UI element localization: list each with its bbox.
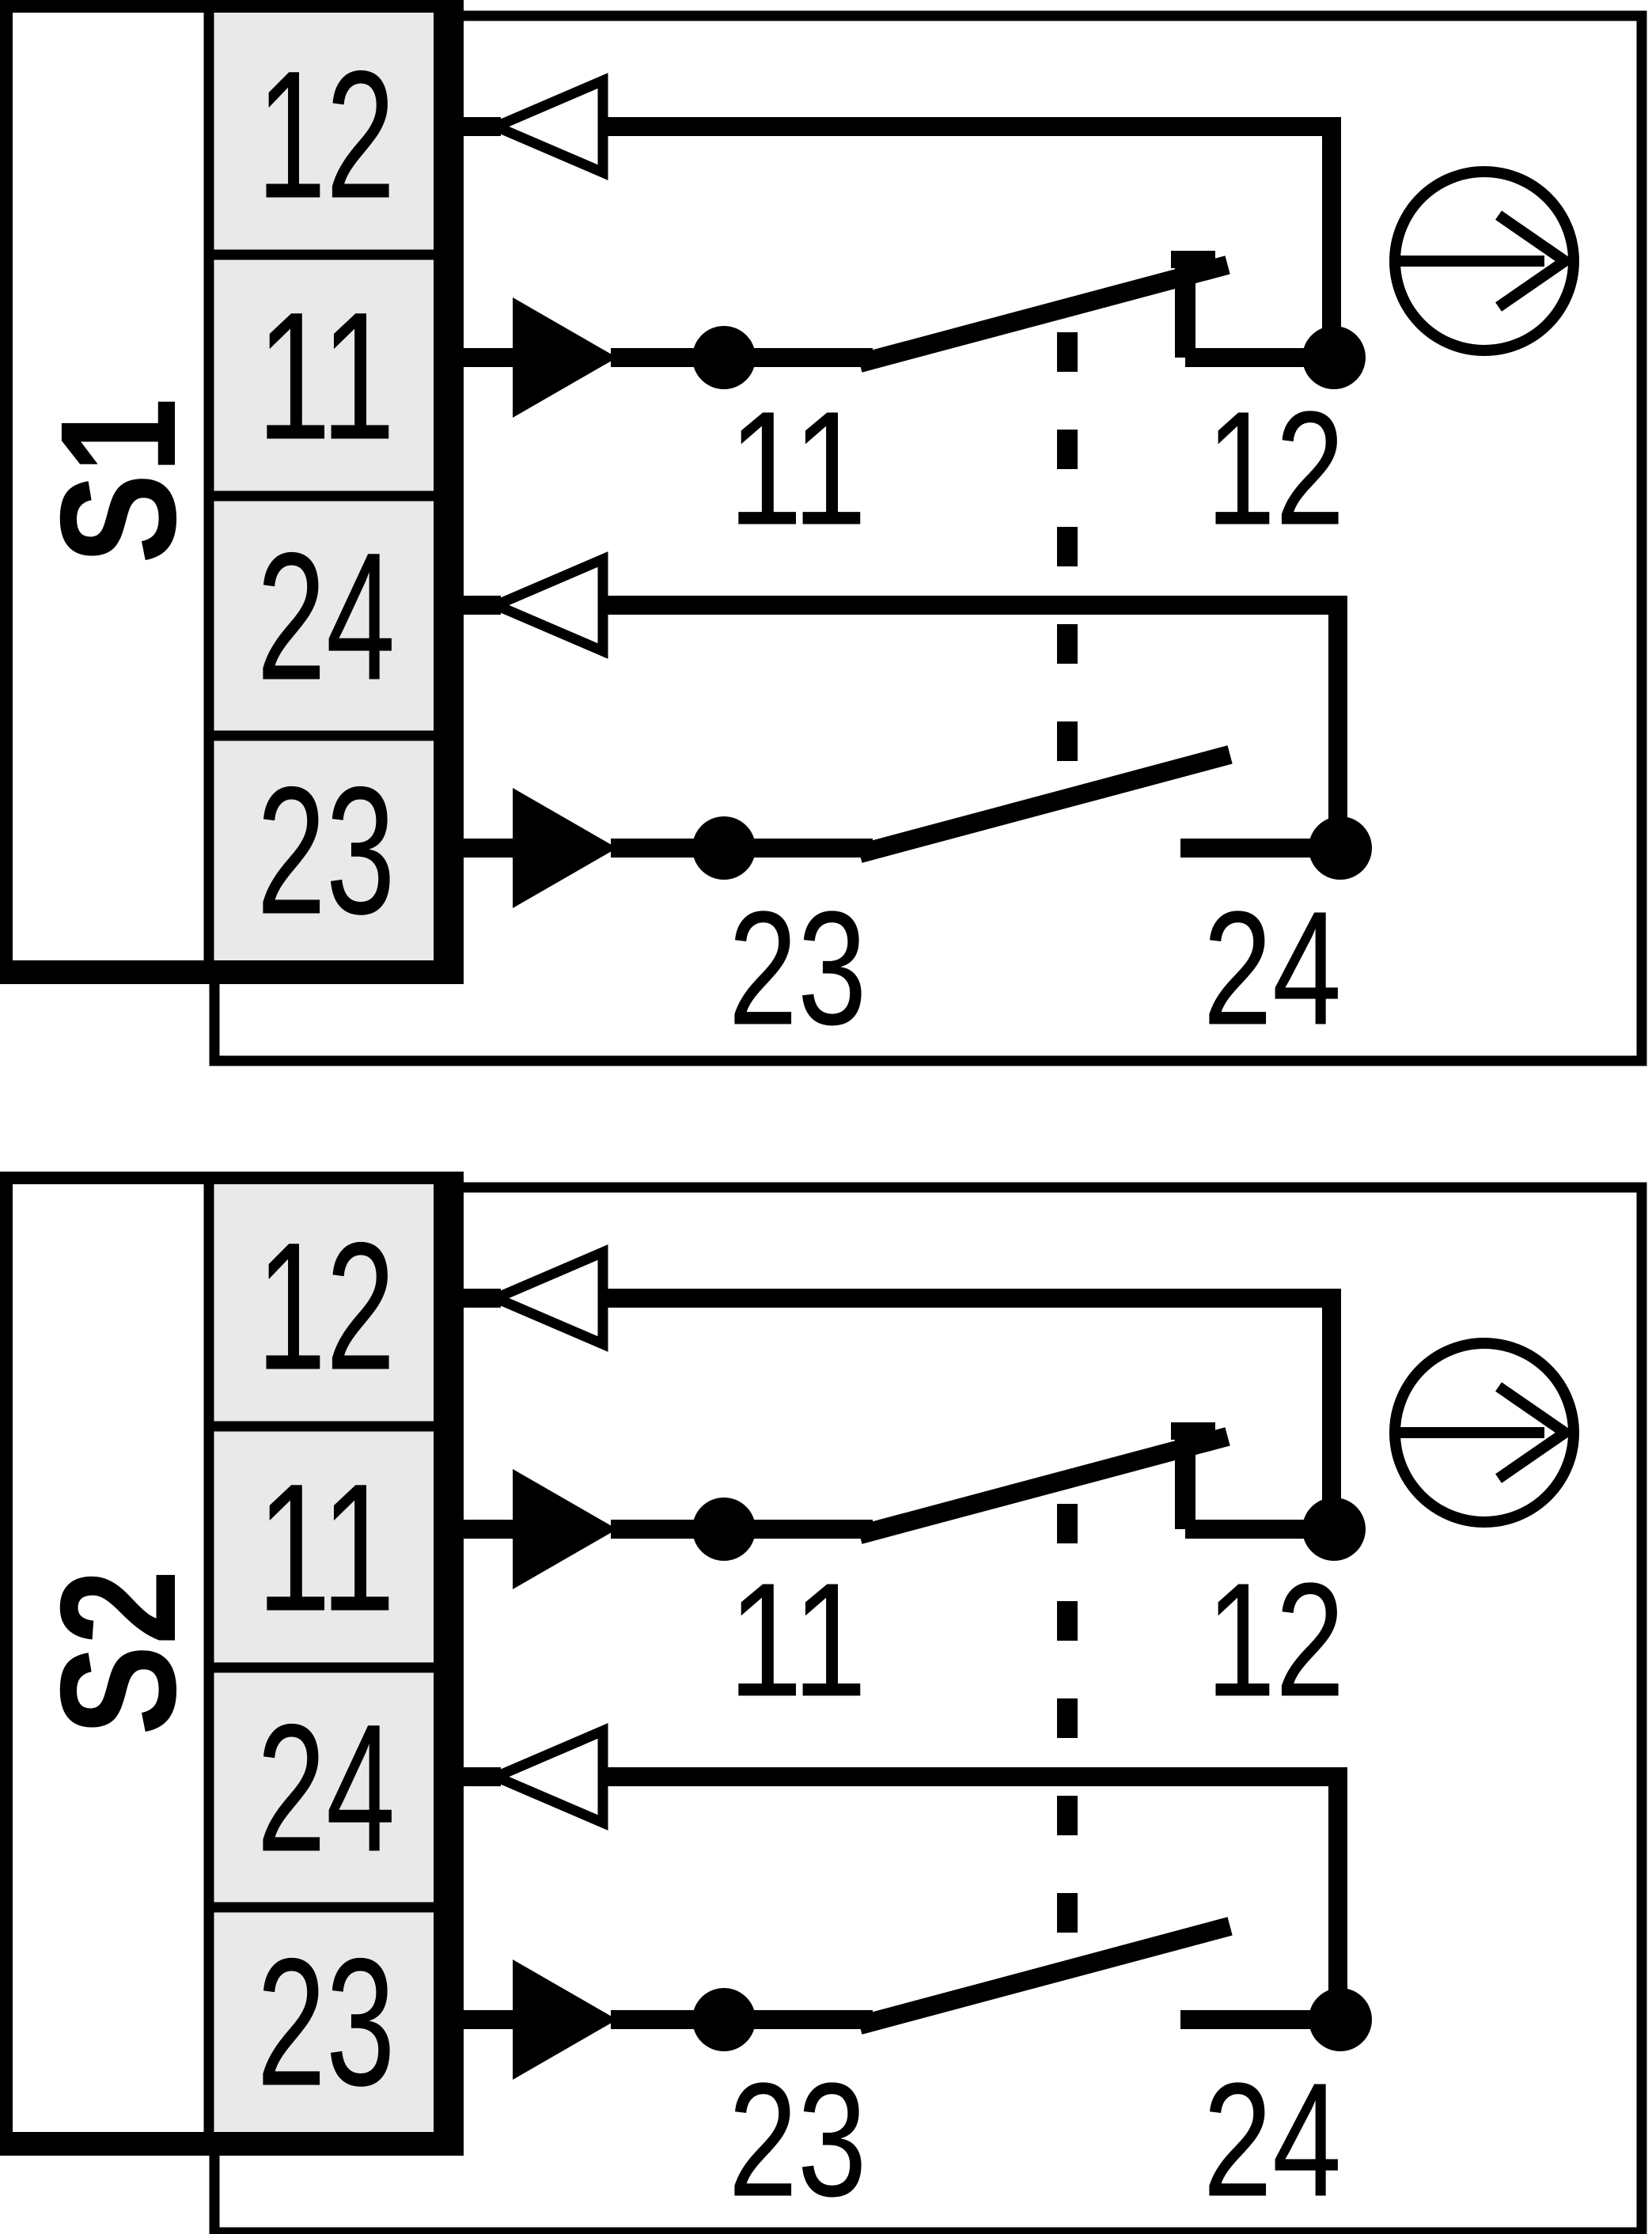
wire-terminal-24 [597,1767,1347,2020]
no-left-contact-label: 23 [729,878,867,1059]
junction-dot-24 [1309,816,1372,880]
terminal-block-bottom-bar [0,2132,464,2156]
input-arrow-icon-11 [513,1469,617,1589]
junction-dot-12 [1302,1498,1366,1561]
block-label-column [8,1179,206,2143]
block-label: S1 [27,398,210,564]
junction-dot-12 [1302,326,1366,389]
no-right-contact-label: 24 [1203,878,1342,1059]
junction-dot-24 [1309,1988,1372,2051]
terminal-block: 12 11 24 23 S2 [0,1172,464,2156]
nc-right-contact-label: 12 [1207,378,1345,559]
nc-right-contact-label: 12 [1207,1550,1345,1731]
no-left-contact-label: 23 [729,2050,867,2231]
output-arrow-icon-24 [483,1723,608,1831]
input-arrow-icon-11 [513,297,617,418]
output-arrow-icon-24 [483,551,608,659]
wire-terminal-24 [597,596,1347,848]
terminal-block-right-bar [434,1172,464,2156]
output-arrow-icon-12 [483,73,608,180]
terminal-block-right-bar [434,0,464,984]
terminal-cell-label: 24 [257,515,396,718]
junction-dot-23 [692,816,756,880]
terminal-cell-label: 11 [257,275,396,478]
nc-contact-blade [857,1427,1230,1544]
output-arrow-icon-12 [483,1244,608,1352]
terminal-block: 12 11 24 23 S1 [0,0,464,984]
terminal-cell-label: 12 [257,1205,396,1408]
junction-dot-11 [692,1498,756,1561]
nc-left-contact-label: 11 [729,1550,867,1731]
actuation-direction-icon [1389,166,1579,356]
nc-contact-blade [857,256,1230,373]
actuation-direction-icon [1389,1338,1579,1528]
block-label: S2 [27,1569,210,1736]
no-contact-blade [857,745,1233,863]
terminal-block-bottom-bar [0,960,464,984]
input-arrow-icon-23 [513,1959,617,2080]
block-label-column [8,8,206,971]
input-arrow-icon-23 [513,788,617,908]
wire-terminal-12 [597,1289,1341,1529]
terminal-cell-label: 23 [257,1921,396,2124]
diagram-s2: 11 12 23 24 12 11 24 2 [0,1172,1647,2234]
terminal-cell-label: 23 [257,749,396,952]
no-contact-blade [857,1917,1233,2035]
terminal-cell-label: 12 [257,33,396,237]
junction-dot-11 [692,326,756,389]
terminal-cell-label: 11 [257,1446,396,1649]
junction-dot-23 [692,1988,756,2051]
no-right-contact-label: 24 [1203,2050,1342,2231]
terminal-cell-label: 24 [257,1687,396,1890]
nc-left-contact-label: 11 [729,378,867,559]
diagram-s1: 11 12 23 24 12 11 [0,0,1647,1066]
wire-terminal-12 [597,117,1341,358]
